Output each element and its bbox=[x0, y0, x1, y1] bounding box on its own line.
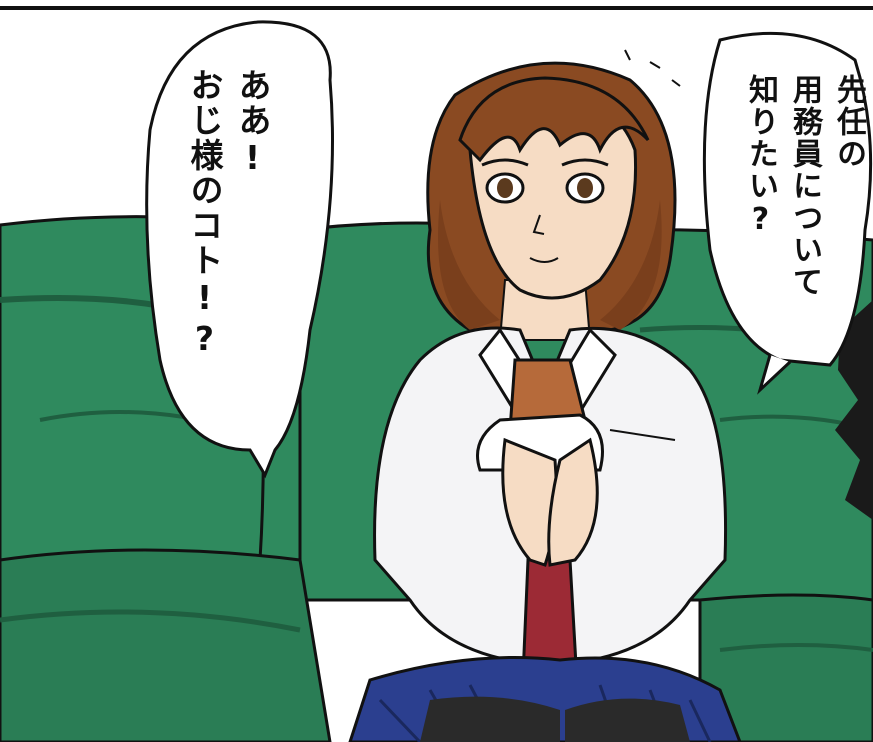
bubble-right-line-3: 知りたい? bbox=[743, 74, 778, 239]
bubble-right-line-2: 用務員について bbox=[787, 74, 822, 298]
bubble-right-line-1: 先任の bbox=[831, 74, 866, 170]
speech-bubble-right bbox=[702, 31, 873, 367]
bubble-right-text: 先任の 用務員について 知りたい? bbox=[738, 74, 870, 298]
bubble-left-text: ああ! おじ様のコト!? bbox=[180, 68, 276, 360]
character-girl bbox=[348, 61, 742, 742]
speech-bubble-left bbox=[145, 20, 334, 479]
panel-border bbox=[0, 6, 873, 10]
bubble-left-line-1: ああ! bbox=[233, 68, 272, 179]
bubble-left-line-2: おじ様のコト!? bbox=[185, 68, 224, 360]
